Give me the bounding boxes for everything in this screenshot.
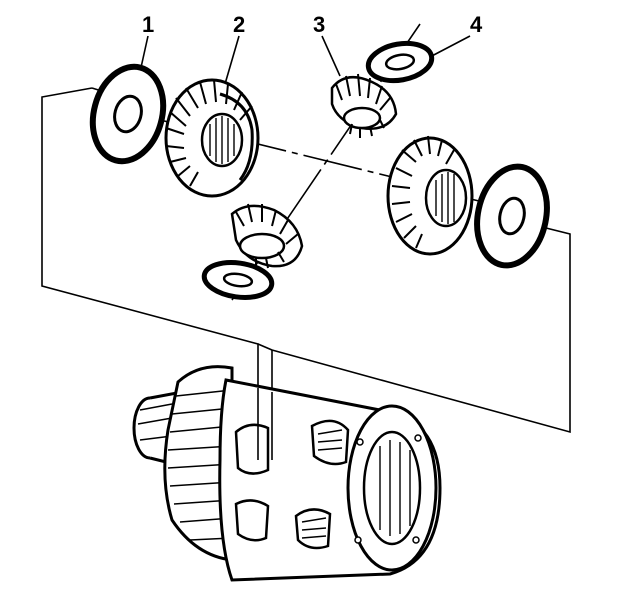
leader-line-4 [427, 35, 471, 59]
callout-1: 1 [142, 12, 154, 37]
leader-line-2 [224, 35, 240, 85]
callout-2: 2 [233, 12, 245, 37]
side-gear-2 [164, 78, 260, 198]
callout-3: 3 [313, 12, 325, 37]
side-gear-right [386, 135, 474, 256]
washer-right [474, 163, 550, 269]
washer-4 [365, 40, 435, 84]
pinion-gear-3 [330, 73, 398, 138]
washer-1 [89, 63, 167, 165]
callout-4: 4 [470, 12, 483, 37]
pinion-gear-lower [230, 203, 304, 269]
washer-lower [201, 260, 275, 300]
differential-case [132, 365, 442, 582]
leader-line-3 [321, 35, 341, 77]
